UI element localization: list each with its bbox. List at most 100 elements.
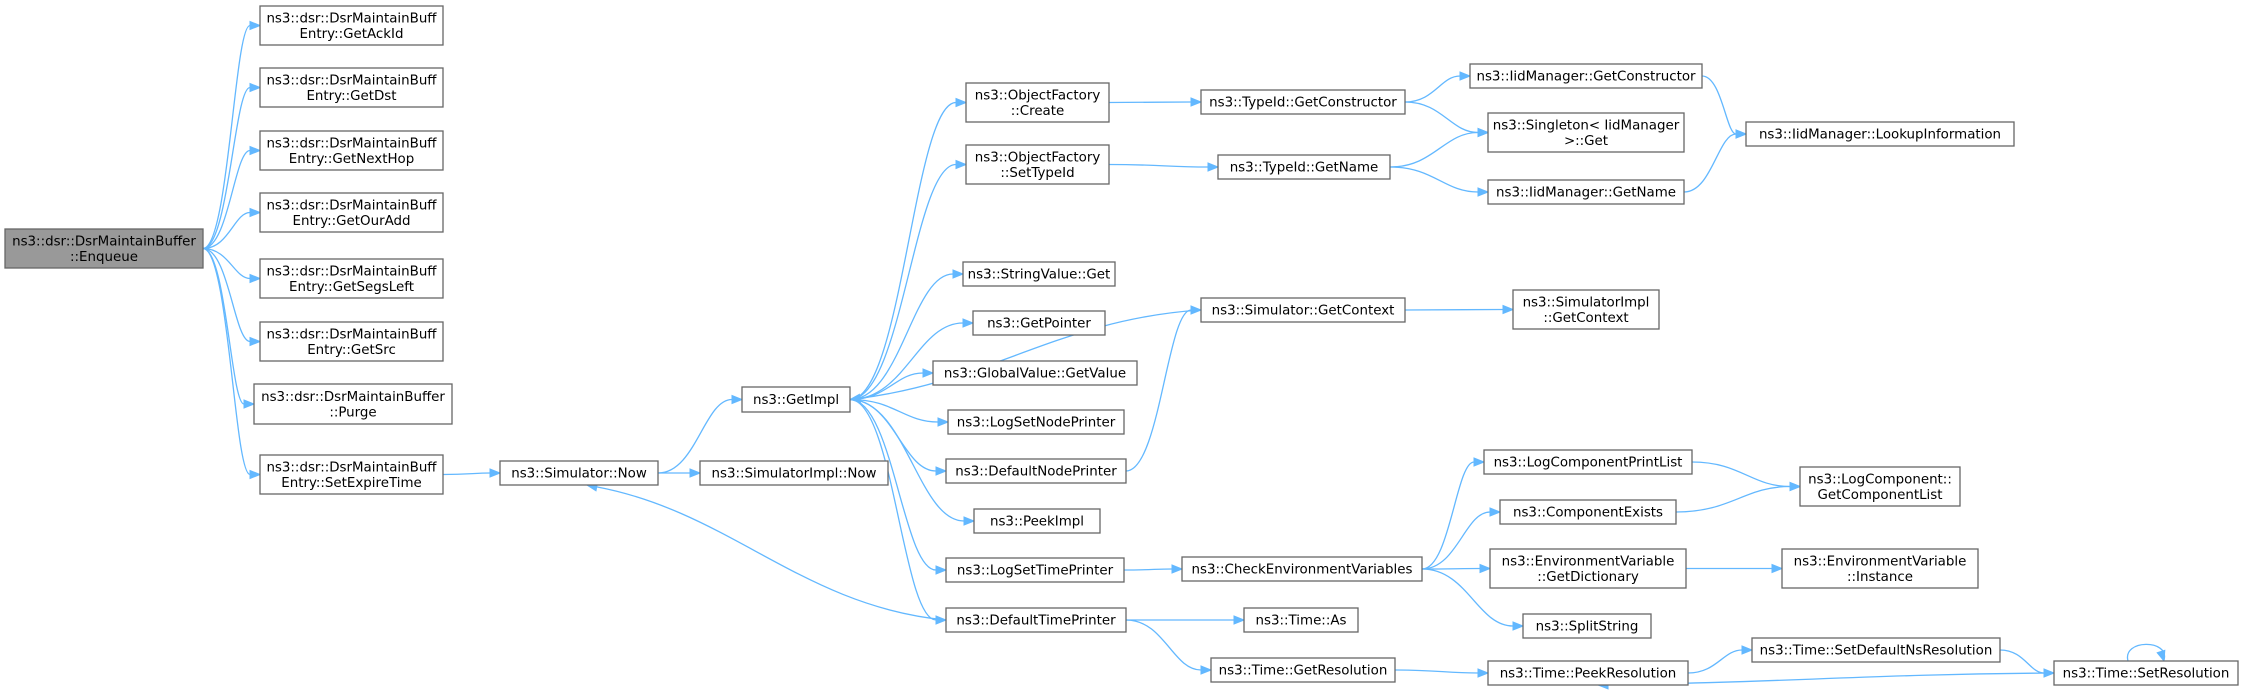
node-label: ::GetDictionary xyxy=(1537,570,1639,585)
edge-timegetres-timepeekres xyxy=(1394,668,1490,678)
node-label: ns3::LogComponentPrintList xyxy=(1494,456,1683,471)
node-label: ::GetContext xyxy=(1543,311,1628,326)
node-label: ns3::dsr::DsrMaintainBuff xyxy=(266,327,437,342)
node-defaulttimeprinter[interactable]: ns3::DefaultTimePrinter xyxy=(945,607,1127,633)
node-label: Entry::GetAckId xyxy=(299,27,403,42)
node-label: ns3::Time::GetResolution xyxy=(1219,664,1388,679)
node-simgetcontext[interactable]: ns3::Simulator::GetContext xyxy=(1200,297,1406,323)
node-envinstance[interactable]: ns3::EnvironmentVariable::Instance xyxy=(1781,548,1979,589)
edge-enqueue-getsrc xyxy=(202,247,262,347)
node-setexpiretime[interactable]: ns3::dsr::DsrMaintainBuffEntry::SetExpir… xyxy=(259,454,444,495)
node-iidgetname[interactable]: ns3::IidManager::GetName xyxy=(1487,179,1685,205)
node-label: >::Get xyxy=(1564,134,1608,149)
node-label: ns3::dsr::DsrMaintainBuff xyxy=(266,198,437,213)
node-iidgetctor[interactable]: ns3::IidManager::GetConstructor xyxy=(1469,63,1703,89)
node-typeidgetctor[interactable]: ns3::TypeId::GetConstructor xyxy=(1200,89,1406,115)
node-timesetres[interactable]: ns3::Time::SetResolution xyxy=(2053,660,2239,686)
node-getnexthop[interactable]: ns3::dsr::DsrMaintainBuffEntry::GetNextH… xyxy=(259,130,444,171)
node-compexists[interactable]: ns3::ComponentExists xyxy=(1499,499,1677,525)
node-label: ns3::TypeId::GetName xyxy=(1230,161,1379,176)
node-timepeekres[interactable]: ns3::Time::PeekResolution xyxy=(1487,660,1689,686)
node-label: ns3::dsr::DsrMaintainBuff xyxy=(266,264,437,279)
node-label: ns3::EnvironmentVariable xyxy=(1794,554,1967,569)
node-label: ns3::dsr::DsrMaintainBuff xyxy=(266,11,437,26)
edge-defaulttimeprinter-simnow xyxy=(585,482,947,621)
node-label: Entry::GetOurAdd xyxy=(293,214,411,229)
node-label: ns3::Time::SetDefaultNsResolution xyxy=(1760,644,1993,659)
edge-typeidgetname-singletonget xyxy=(1389,127,1490,168)
edge-enqueue-getsegsleft xyxy=(202,247,262,284)
node-label: ::SetTypeId xyxy=(1000,166,1074,181)
edge-getimpl-ofcreate xyxy=(849,97,968,401)
node-singletonget[interactable]: ns3::Singleton< IidManager>::Get xyxy=(1487,112,1685,153)
edge-enqueue-getouradd xyxy=(202,207,262,250)
node-strget[interactable]: ns3::StringValue::Get xyxy=(962,261,1116,287)
edge-ofcreate-typeidgetctor xyxy=(1108,97,1203,107)
node-label: Entry::GetNextHop xyxy=(289,152,415,167)
node-simnow[interactable]: ns3::Simulator::Now xyxy=(499,460,659,486)
edge-iidgetctor-iidlookup xyxy=(1701,75,1748,139)
node-label: Entry::GetSegsLeft xyxy=(289,280,414,295)
node-getimpl[interactable]: ns3::GetImpl xyxy=(741,386,851,413)
node-defaultnodeprinter[interactable]: ns3::DefaultNodePrinter xyxy=(945,458,1127,484)
node-ofsettypeid[interactable]: ns3::ObjectFactory::SetTypeId xyxy=(965,144,1110,185)
node-simimplnow[interactable]: ns3::SimulatorImpl::Now xyxy=(699,460,889,486)
node-label: ns3::ObjectFactory xyxy=(975,88,1101,103)
edge-simgetcontext-simimplgetcontext xyxy=(1404,304,1515,315)
node-label: ns3::Time::PeekResolution xyxy=(1500,667,1677,682)
node-envgetdict[interactable]: ns3::EnvironmentVariable::GetDictionary xyxy=(1489,548,1687,589)
node-peekimpl[interactable]: ns3::PeekImpl xyxy=(973,508,1101,534)
edge-enqueue-getdst xyxy=(202,82,262,250)
node-logcompgetlist[interactable]: ns3::LogComponent::GetComponentList xyxy=(1799,466,1961,507)
node-timeas[interactable]: ns3::Time::As xyxy=(1243,607,1359,633)
node-iidlookup[interactable]: ns3::IidManager::LookupInformation xyxy=(1745,121,2015,147)
node-label: ns3::dsr::DsrMaintainBuffer xyxy=(12,234,196,249)
node-label: ns3::IidManager::LookupInformation xyxy=(1759,128,2001,143)
node-label: ns3::Singleton< IidManager xyxy=(1493,118,1680,133)
edge-getimpl-defaulttimeprinter xyxy=(849,398,948,625)
edge-checkenv-compexists xyxy=(1421,507,1502,570)
node-timesetdefres[interactable]: ns3::Time::SetDefaultNsResolution xyxy=(1751,637,2001,663)
node-label: ns3::ComponentExists xyxy=(1513,506,1663,521)
edge-defaulttimeprinter-timegetres xyxy=(1125,619,1213,675)
edge-logsettimeprinter-checkenv xyxy=(1123,564,1184,574)
node-label: ns3::Time::SetResolution xyxy=(2063,667,2230,682)
node-logsetnodeprinter[interactable]: ns3::LogSetNodePrinter xyxy=(947,409,1125,435)
node-checkenv[interactable]: ns3::CheckEnvironmentVariables xyxy=(1181,556,1423,582)
node-ofcreate[interactable]: ns3::ObjectFactory::Create xyxy=(965,82,1110,123)
edge-simnow-getimpl xyxy=(657,394,744,474)
node-simimplgetcontext[interactable]: ns3::SimulatorImpl::GetContext xyxy=(1512,289,1660,330)
node-label: ns3::ObjectFactory xyxy=(975,150,1101,165)
node-label: ns3::EnvironmentVariable xyxy=(1502,554,1675,569)
node-logcompprintlist[interactable]: ns3::LogComponentPrintList xyxy=(1483,449,1693,475)
edge-getimpl-logsettimeprinter xyxy=(849,398,948,575)
node-getpointer[interactable]: ns3::GetPointer xyxy=(972,310,1106,336)
edge-getimpl-ofsettypeid xyxy=(849,159,968,401)
node-label: ns3::dsr::DsrMaintainBuff xyxy=(266,460,437,475)
edge-enqueue-getackid xyxy=(202,20,262,250)
node-purge[interactable]: ns3::dsr::DsrMaintainBuffer::Purge xyxy=(253,383,453,425)
node-label: ns3::GetPointer xyxy=(987,317,1091,332)
node-getouradd[interactable]: ns3::dsr::DsrMaintainBuffEntry::GetOurAd… xyxy=(259,192,444,233)
node-label: ns3::dsr::DsrMaintainBuffer xyxy=(261,390,445,405)
edge-defaulttimeprinter-timeas xyxy=(1126,615,1246,625)
edge-envgetdict-envinstance xyxy=(1685,563,1784,574)
edge-simgetcontext-getimpl xyxy=(848,309,1202,403)
node-gvgetvalue[interactable]: ns3::GlobalValue::GetValue xyxy=(932,360,1138,386)
edge-getimpl-peekimpl xyxy=(849,398,976,526)
node-label: ::Purge xyxy=(329,405,376,420)
edge-setexpiretime-simnow xyxy=(442,468,502,478)
node-timegetres[interactable]: ns3::Time::GetResolution xyxy=(1210,657,1396,683)
node-getsegsleft[interactable]: ns3::dsr::DsrMaintainBuffEntry::GetSegsL… xyxy=(259,258,444,299)
edge-getimpl-strget xyxy=(849,269,965,401)
node-splitstring[interactable]: ns3::SplitString xyxy=(1522,613,1652,639)
node-typeidgetname[interactable]: ns3::TypeId::GetName xyxy=(1217,154,1391,180)
node-logsettimeprinter[interactable]: ns3::LogSetTimePrinter xyxy=(945,557,1125,583)
edge-checkenv-envgetdict xyxy=(1421,563,1492,574)
edge-enqueue-setexpiretime xyxy=(202,247,262,480)
node-enqueue[interactable]: ns3::dsr::DsrMaintainBuffer::Enqueue xyxy=(4,228,204,269)
